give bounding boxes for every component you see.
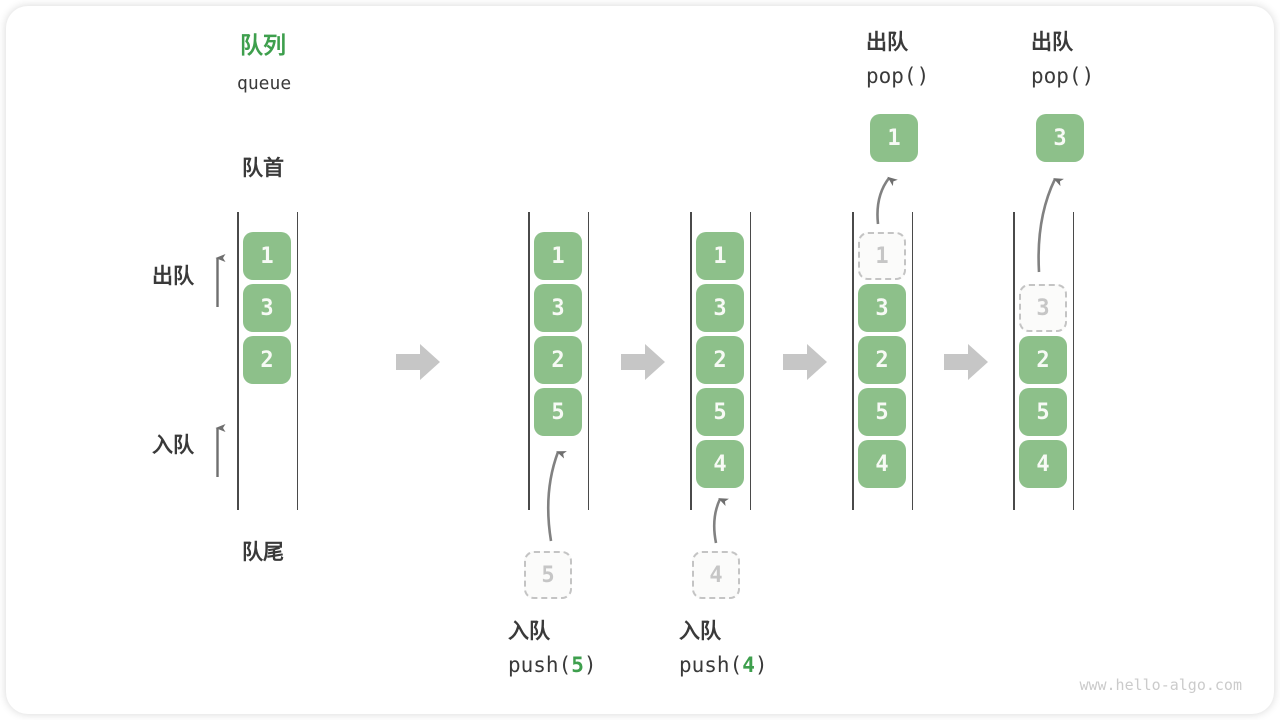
page-title: 队列 bbox=[240, 32, 286, 58]
ghost-dequeued-item: 1 bbox=[858, 232, 906, 280]
step-arrow-icon bbox=[944, 344, 988, 380]
label-enqueue-direction: 入队 bbox=[152, 434, 194, 457]
queue-wall bbox=[587, 212, 589, 510]
queue-item: 2 bbox=[534, 336, 582, 384]
queue-wall bbox=[1072, 212, 1074, 510]
label-queue-front: 队首 bbox=[242, 157, 284, 180]
label-dequeue-direction: 出队 bbox=[152, 265, 194, 288]
queue-wall bbox=[296, 212, 298, 510]
step-arrow-icon bbox=[783, 344, 827, 380]
popped-item: 1 bbox=[870, 114, 918, 162]
queue-wall bbox=[528, 212, 530, 510]
queue-item: 3 bbox=[858, 284, 906, 332]
queue-item: 1 bbox=[243, 232, 291, 280]
queue-item: 1 bbox=[696, 232, 744, 280]
queue-wall bbox=[1013, 212, 1015, 510]
op-push-4: 入队 push(4) bbox=[679, 620, 768, 677]
step-arrow-icon bbox=[621, 344, 665, 380]
op-push-5: 入队 push(5) bbox=[508, 620, 597, 677]
op-push-4-code: push(4) bbox=[679, 653, 768, 678]
queue-wall bbox=[852, 212, 854, 510]
step-arrow-icon bbox=[396, 344, 440, 380]
op-pop-2-code: pop() bbox=[1031, 64, 1095, 89]
op-push-5-code: push(5) bbox=[508, 653, 597, 678]
queue-item: 5 bbox=[534, 388, 582, 436]
op-push-5-zh: 入队 bbox=[508, 620, 550, 643]
queue-item: 1 bbox=[534, 232, 582, 280]
queue-state-5: 2 5 4 bbox=[1013, 212, 1074, 510]
queue-item: 2 bbox=[858, 336, 906, 384]
queue-wall bbox=[911, 212, 913, 510]
queue-item: 4 bbox=[1019, 440, 1067, 488]
queue-state-1: 1 3 2 bbox=[237, 212, 298, 510]
queue-state-4: 3 2 5 4 bbox=[852, 212, 913, 510]
queue-item: 2 bbox=[243, 336, 291, 384]
watermark: www.hello-algo.com bbox=[1079, 676, 1242, 694]
op-push-4-zh: 入队 bbox=[679, 620, 721, 643]
queue-item: 3 bbox=[696, 284, 744, 332]
label-queue-rear: 队尾 bbox=[242, 541, 284, 564]
queue-item: 4 bbox=[858, 440, 906, 488]
queue-item: 4 bbox=[696, 440, 744, 488]
op-pop-1: 出队 pop() bbox=[866, 31, 929, 88]
queue-wall bbox=[237, 212, 239, 510]
queue-wall bbox=[749, 212, 751, 510]
ghost-dequeued-item: 3 bbox=[1019, 284, 1067, 332]
queue-item: 5 bbox=[858, 388, 906, 436]
popped-item: 3 bbox=[1036, 114, 1084, 162]
op-pop-2-zh: 出队 bbox=[1031, 31, 1073, 54]
op-pop-1-zh: 出队 bbox=[866, 31, 908, 54]
queue-item: 5 bbox=[696, 388, 744, 436]
ghost-incoming-item: 5 bbox=[524, 551, 572, 599]
queue-item: 2 bbox=[696, 336, 744, 384]
queue-item: 2 bbox=[1019, 336, 1067, 384]
queue-item: 3 bbox=[243, 284, 291, 332]
op-pop-1-code: pop() bbox=[866, 64, 930, 89]
queue-item: 3 bbox=[534, 284, 582, 332]
queue-item: 5 bbox=[1019, 388, 1067, 436]
page-subtitle: queue bbox=[237, 73, 292, 94]
queue-state-2: 1 3 2 5 bbox=[528, 212, 589, 510]
op-pop-2: 出队 pop() bbox=[1031, 31, 1094, 88]
queue-wall bbox=[690, 212, 692, 510]
queue-state-3: 1 3 2 5 4 bbox=[690, 212, 751, 510]
ghost-incoming-item: 4 bbox=[692, 551, 740, 599]
